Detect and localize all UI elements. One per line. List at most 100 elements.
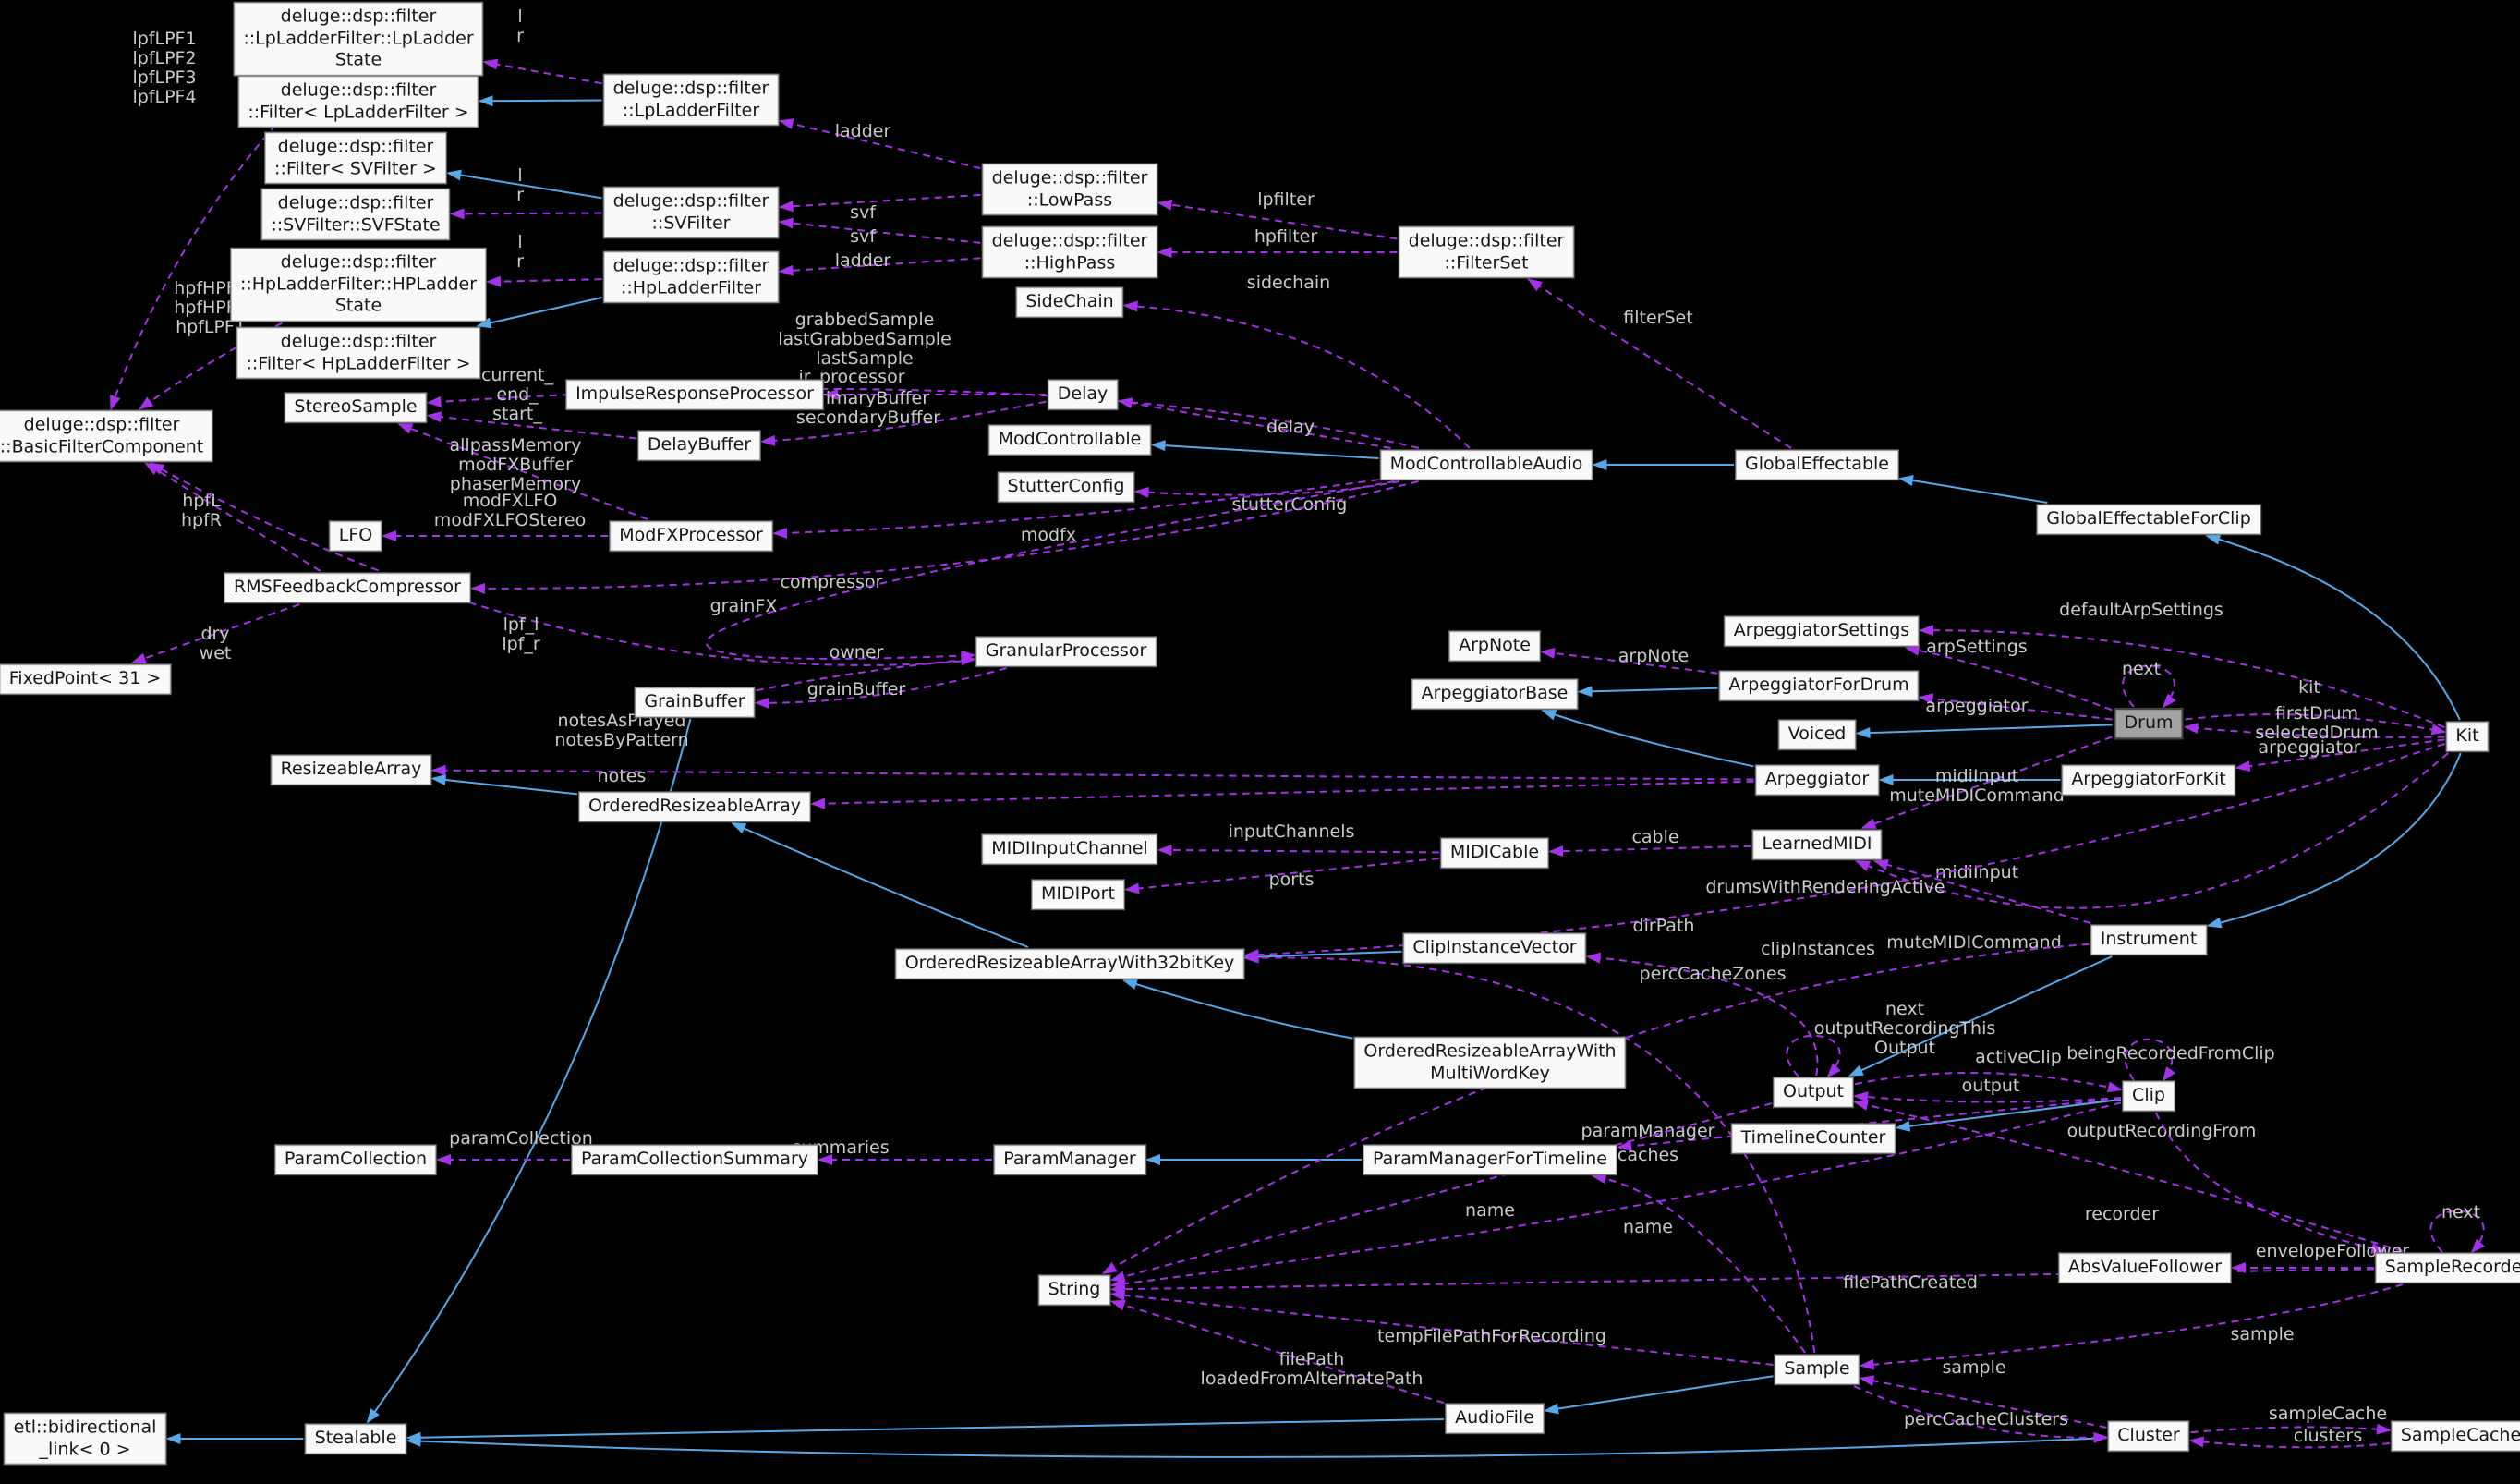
- class-node-param-manager-for-timeline[interactable]: ParamManagerForTimeline: [1363, 1144, 1617, 1175]
- class-node-stutter-config[interactable]: StutterConfig: [997, 471, 1135, 503]
- edge-rms-feedback-compressor-basic-filter-component: [144, 462, 321, 572]
- edge-arpeggiator-resizeable-array: [430, 764, 1754, 781]
- class-node-arpeggiator-for-drum[interactable]: ArpeggiatorForDrum: [1718, 670, 1920, 701]
- class-node-delay[interactable]: Delay: [1047, 379, 1119, 410]
- class-node-sample-cache[interactable]: SampleCache: [2390, 1420, 2520, 1452]
- edge-kit-instrument: [2206, 752, 2462, 929]
- class-node-mod-controllable[interactable]: ModControllable: [987, 424, 1152, 456]
- edge-clip-string: [1109, 1101, 2122, 1290]
- class-node-stereo-sample[interactable]: StereoSample: [284, 392, 428, 423]
- edge-clip-instance-vector-ora-32bit: [1243, 950, 1402, 963]
- class-node-drum[interactable]: Drum: [2114, 708, 2184, 739]
- class-node-ora-32bit[interactable]: OrderedResizeableArrayWith32bitKey: [894, 948, 1245, 979]
- class-node-granular-processor[interactable]: GranularProcessor: [975, 636, 1157, 667]
- edge-label-low-pass-lp-ladder-filter: ladder: [835, 121, 891, 141]
- class-node-delay-buffer[interactable]: DelayBuffer: [636, 430, 762, 461]
- class-node-filter-svf[interactable]: deluge::dsp::filter ::Filter< SVFilter >: [264, 131, 447, 185]
- class-node-low-pass[interactable]: deluge::dsp::filter ::LowPass: [981, 163, 1158, 216]
- class-node-timeline-counter[interactable]: TimelineCounter: [1730, 1123, 1896, 1154]
- class-node-ora-multiword[interactable]: OrderedResizeableArrayWith MultiWordKey: [1353, 1036, 1627, 1089]
- edge-label-midi-cable-midi-input-channel: inputChannels: [1229, 821, 1355, 842]
- class-node-lp-ladder-state[interactable]: deluge::dsp::filter ::LpLadderFilter::Lp…: [233, 1, 484, 77]
- edge-mod-fx-processor-stereo-sample: [397, 423, 648, 520]
- class-node-global-effectable[interactable]: GlobalEffectable: [1735, 449, 1899, 480]
- class-node-arpeggiator-base[interactable]: ArpeggiatorBase: [1411, 678, 1579, 710]
- class-node-clip[interactable]: Clip: [2122, 1080, 2175, 1112]
- class-node-lfo[interactable]: LFO: [328, 520, 383, 552]
- edge-label-kit-arpeggiator-settings: defaultArpSettings: [2059, 600, 2223, 620]
- edge-label-kit-arpeggiator-for-kit: arpeggiator: [2258, 737, 2360, 758]
- class-node-cluster[interactable]: Cluster: [2107, 1420, 2190, 1452]
- class-node-midi-cable[interactable]: MIDICable: [1439, 837, 1550, 869]
- edge-instrument-learned-midi: [1872, 859, 2091, 924]
- class-node-string[interactable]: String: [1037, 1274, 1111, 1306]
- class-node-filter-hp-ladder[interactable]: deluge::dsp::filter ::Filter< HpLadderFi…: [236, 326, 481, 380]
- class-node-hp-ladder-state[interactable]: deluge::dsp::filter ::HpLadderFilter::HP…: [229, 247, 488, 322]
- edge-ordered-resizeable-array-resizeable-array: [430, 774, 578, 796]
- class-node-param-collection-summary[interactable]: ParamCollectionSummary: [570, 1144, 819, 1175]
- class-node-side-chain[interactable]: SideChain: [1015, 286, 1124, 318]
- class-node-voiced[interactable]: Voiced: [1777, 719, 1857, 750]
- edge-kit-ora-32bit: [1243, 743, 2445, 961]
- class-node-arpeggiator[interactable]: Arpeggiator: [1754, 764, 1880, 796]
- class-node-stealable[interactable]: Stealable: [304, 1423, 407, 1454]
- class-node-midi-port[interactable]: MIDIPort: [1031, 879, 1125, 910]
- class-node-arp-note[interactable]: ArpNote: [1448, 630, 1541, 662]
- class-node-sample-recorder[interactable]: SampleRecorder: [2374, 1252, 2520, 1283]
- edge-label-clip-output: output: [1962, 1076, 2020, 1096]
- class-node-sample[interactable]: Sample: [1774, 1354, 1860, 1385]
- edge-audio-file-stealable: [406, 1417, 1445, 1443]
- class-node-learned-midi[interactable]: LearnedMIDI: [1751, 829, 1883, 860]
- class-node-param-manager[interactable]: ParamManager: [993, 1144, 1146, 1175]
- edge-label-sample-recorder-output: outputRecordingFrom: [2067, 1121, 2257, 1141]
- class-node-impulse-response-processor[interactable]: ImpulseResponseProcessor: [565, 379, 824, 410]
- class-node-hp-ladder-filter[interactable]: deluge::dsp::filter ::HpLadderFilter: [602, 250, 780, 304]
- edge-mod-controllable-audio-delay: [1117, 397, 1391, 449]
- edge-hp-ladder-filter-hp-ladder-state: [486, 275, 602, 287]
- class-node-param-collection[interactable]: ParamCollection: [273, 1144, 438, 1175]
- class-node-instrument[interactable]: Instrument: [2090, 924, 2208, 955]
- class-node-mod-fx-processor[interactable]: ModFXProcessor: [609, 520, 773, 552]
- edge-label-clip-sample-recorder: recorder: [2085, 1204, 2159, 1224]
- class-node-mod-controllable-audio[interactable]: ModControllableAudio: [1379, 449, 1593, 480]
- class-node-filter-set[interactable]: deluge::dsp::filter ::FilterSet: [1398, 225, 1575, 279]
- edge-mod-controllable-audio-side-chain: [1122, 300, 1471, 449]
- edge-label-drum-kit: kit: [2298, 677, 2320, 698]
- edge-clip-timeline-counter: [1895, 1098, 2122, 1132]
- class-node-svfilter[interactable]: deluge::dsp::filter ::SVFilter: [602, 186, 780, 239]
- class-node-fixed-point[interactable]: FixedPoint< 31 >: [0, 663, 172, 695]
- edge-label-sample-ora-32bit: percCacheZones: [1640, 964, 1787, 984]
- class-node-grain-buffer[interactable]: GrainBuffer: [634, 687, 756, 718]
- class-node-ordered-resizeable-array[interactable]: OrderedResizeableArray: [577, 791, 812, 822]
- class-node-arpeggiator-for-kit[interactable]: ArpeggiatorForKit: [2061, 764, 2236, 796]
- class-node-filter-lp-ladder[interactable]: deluge::dsp::filter ::Filter< LpLadderFi…: [237, 75, 479, 128]
- edge-label-instrument-learned-midi: midiInput: [1935, 862, 2018, 882]
- class-node-resizeable-array[interactable]: ResizeableArray: [270, 754, 432, 785]
- class-node-audio-file[interactable]: AudioFile: [1445, 1403, 1545, 1434]
- class-node-output[interactable]: Output: [1773, 1077, 1854, 1108]
- edge-high-pass-svfilter: [778, 217, 981, 244]
- class-node-rms-feedback-compressor[interactable]: RMSFeedbackCompressor: [224, 572, 471, 603]
- class-node-svf-state[interactable]: deluge::dsp::filter ::SVFilter::SVFState: [260, 188, 451, 241]
- class-node-kit[interactable]: Kit: [2445, 721, 2490, 752]
- class-node-clip-instance-vector[interactable]: ClipInstanceVector: [1402, 932, 1587, 964]
- edge-arpeggiator-for-drum-arp-note: [1540, 647, 1718, 675]
- edge-label-global-effectable-filter-set: filterSet: [1623, 308, 1692, 328]
- class-node-abs-value-follower[interactable]: AbsValueFollower: [2057, 1252, 2233, 1283]
- edge-label-sample-cluster: percCacheClusters: [1904, 1409, 2068, 1429]
- class-node-lp-ladder-filter[interactable]: deluge::dsp::filter ::LpLadderFilter: [602, 73, 780, 127]
- class-node-global-effectable-for-clip[interactable]: GlobalEffectableForClip: [2036, 504, 2261, 535]
- class-node-basic-filter-component[interactable]: deluge::dsp::filter ::BasicFilterCompone…: [0, 409, 214, 463]
- class-node-arpeggiator-settings[interactable]: ArpeggiatorSettings: [1723, 615, 1920, 647]
- class-node-etl-bidirectional-link[interactable]: etl::bidirectional _link< 0 >: [3, 1412, 167, 1466]
- class-node-midi-input-channel[interactable]: MIDIInputChannel: [981, 833, 1158, 865]
- class-node-high-pass[interactable]: deluge::dsp::filter ::HighPass: [981, 225, 1158, 279]
